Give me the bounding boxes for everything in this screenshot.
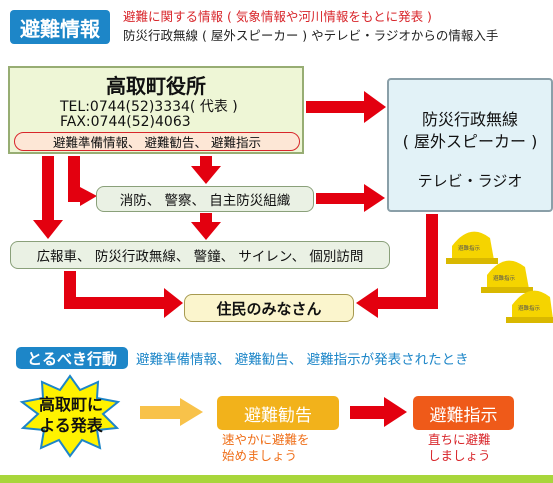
- helmet-icon-3: 避難指示: [506, 290, 553, 323]
- step-evacuation-order: 避難指示: [413, 396, 514, 430]
- step-evacuation-advisory-note: 速やかに避難を 始めましょう: [222, 432, 310, 464]
- info-types-pill: 避難準備情報、 避難勧告、 避難指示: [14, 132, 300, 151]
- arrow-town-to-route: [42, 156, 54, 222]
- header-badge: 避難情報: [10, 10, 110, 44]
- arrow-town-left-to-fire: [68, 156, 80, 194]
- town-office-tel: TEL:0744(52)3334( 代表 ): [60, 99, 238, 115]
- helmet-icon-2: 避難指示: [481, 260, 533, 293]
- step-evacuation-order-note: 直ちに避難 しましょう: [428, 432, 491, 464]
- header-line-1: 避難に関する情報 ( 気象情報や河川情報をもとに発表 ): [123, 9, 432, 24]
- town-office-box: 高取町役所 TEL:0744(52)3334( 代表 ) FAX:0744(52…: [8, 66, 304, 154]
- arrow-town-to-broadcast: [306, 101, 366, 113]
- step1-note-line-1: 速やかに避難を: [222, 432, 310, 447]
- helmet-3-label: 避難指示: [518, 304, 541, 312]
- announcement-burst: [19, 374, 121, 458]
- step2-note-line-1: 直ちに避難: [428, 432, 491, 447]
- broadcast-box: 防災行政無線 ( 屋外スピーカー ) テレビ・ラジオ: [387, 78, 553, 212]
- arrow-step1-to-step2: [350, 406, 386, 419]
- announcement-routes-box: 広報車、 防災行政無線、 警鐘、 サイレン、 個別訪問: [10, 241, 390, 269]
- arrow-burst-to-step1: [140, 406, 182, 419]
- arrow-town-to-fire: [200, 156, 212, 168]
- announcement-text: 高取町に よる発表: [30, 394, 112, 436]
- town-office-name: 高取町役所: [106, 74, 206, 98]
- step1-note-line-2: 始めましょう: [222, 448, 298, 463]
- broadcast-line-1: 防災行政無線: [421, 110, 518, 129]
- announcement-line-1: 高取町に: [38, 395, 103, 414]
- bottom-bar: [0, 475, 553, 483]
- arrow-fire-to-route: [200, 213, 212, 224]
- arrow-fire-to-broadcast: [316, 193, 366, 204]
- header-line-2: 防災行政無線 ( 屋外スピーカー ) やテレビ・ラジオからの情報入手: [123, 28, 499, 43]
- broadcast-line-3: テレビ・ラジオ: [417, 172, 523, 190]
- helmet-icon-1: 避難指示: [446, 231, 498, 264]
- step-evacuation-advisory: 避難勧告: [217, 396, 339, 430]
- arrow-broadcast-to-residents: [426, 214, 438, 309]
- action-text: 避難準備情報、 避難勧告、 避難指示が発表されたとき: [136, 352, 469, 368]
- action-label: とるべき行動: [16, 347, 128, 369]
- announcement-line-2: よる発表: [39, 416, 103, 435]
- fire-police-box: 消防、 警察、 自主防災組織: [96, 186, 314, 212]
- broadcast-line-2: ( 屋外スピーカー ): [402, 132, 538, 151]
- helmet-2-label: 避難指示: [493, 274, 516, 282]
- residents-box: 住民のみなさん: [184, 294, 354, 322]
- helmet-1-label: 避難指示: [458, 244, 481, 252]
- step2-note-line-2: しましょう: [428, 448, 491, 463]
- town-office-fax: FAX:0744(52)4063: [60, 114, 191, 130]
